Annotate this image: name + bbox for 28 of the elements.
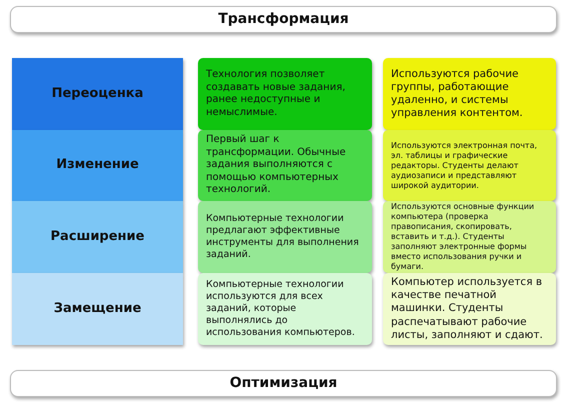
level-name: Переоценка xyxy=(52,86,144,102)
level-box xyxy=(12,58,183,130)
level-box xyxy=(12,273,183,345)
description-text: Используются рабочие группы, работающие удаленно, и системы управления контентом. xyxy=(391,68,524,120)
level-name: Замещение xyxy=(54,300,142,318)
level-name: Изменение xyxy=(56,157,139,174)
level-box xyxy=(12,130,183,201)
description-text: Используются основные функции компьютера (проверка правописания, скопировать, вставить и т.д.). Студенты заполняют электронные формы вместо использования ручки и бумаги. xyxy=(391,202,536,272)
description-text: Технология позволяет создавать новые задания, ранее недоступные и немыслимые. xyxy=(206,69,346,119)
description-text: Компьютерные технологии используются для всех заданий, которые выполнялись до использования компьютеров. xyxy=(206,279,356,339)
heading: Оптимизация xyxy=(230,374,338,392)
description-text: Используются электронная почта, эл. таблицы и графические редакторы. Студенты делают аудиозаписи и представляют широкой аудитории. xyxy=(391,140,538,190)
level-name: Расширение xyxy=(50,228,144,246)
level-box xyxy=(12,201,183,273)
description-box xyxy=(198,130,372,201)
heading: Трансформация xyxy=(218,10,349,28)
description-text: Компьютер используется в качестве печатной машинки. Студенты распечатывают рабочие листы, заполняют и сдают. xyxy=(391,276,544,342)
description-box xyxy=(383,201,556,273)
description-text: Компьютерные технологии предлагают эффективные инструменты для выполнения заданий. xyxy=(206,213,360,261)
description-box xyxy=(383,273,556,345)
title-bar xyxy=(10,6,557,33)
description-box xyxy=(383,58,556,130)
description-text: Первый шаг к трансформации. Обычные задания выполняются с помощью компьютерных технологий. xyxy=(206,134,347,197)
title-bar xyxy=(10,370,557,397)
description-box xyxy=(198,201,372,273)
description-box xyxy=(198,58,372,130)
description-box xyxy=(383,130,556,201)
description-box xyxy=(198,273,372,345)
